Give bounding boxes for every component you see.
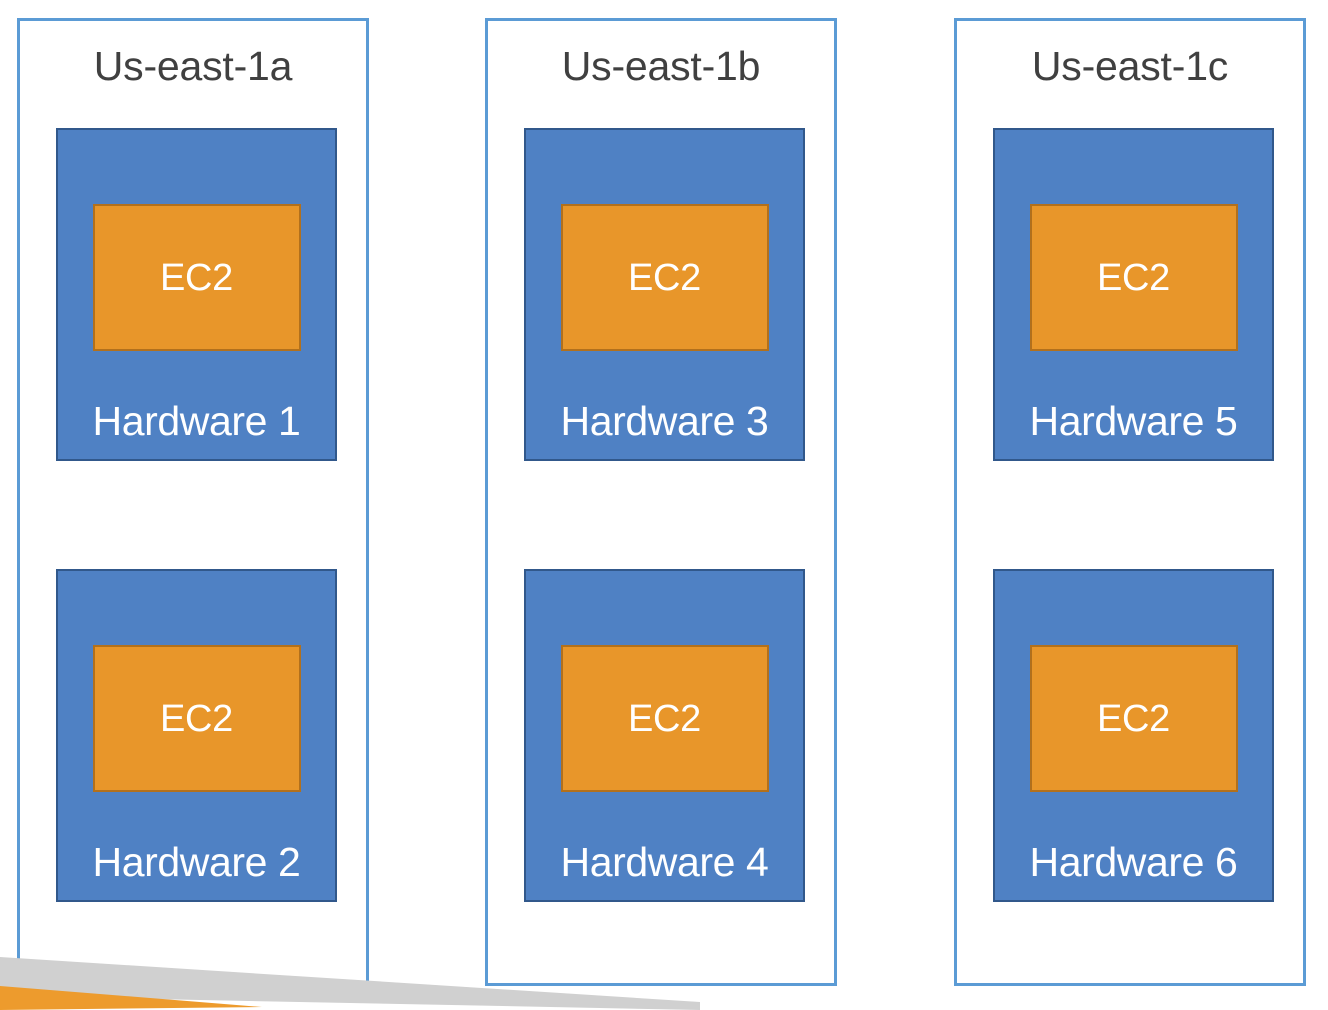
availability-zone-us-east-1b[interactable]: Us-east-1b EC2 Hardware 3 EC2 Hardware 4	[485, 18, 837, 986]
zone-title: Us-east-1a	[93, 43, 293, 89]
hardware-box-1[interactable]: EC2 Hardware 1	[56, 128, 337, 461]
hardware-label: Hardware 6	[1029, 838, 1238, 885]
availability-zone-us-east-1a[interactable]: Us-east-1a EC2 Hardware 1 EC2 Hardware 2	[17, 18, 369, 986]
zone-title: Us-east-1b	[561, 43, 761, 89]
availability-zone-us-east-1c[interactable]: Us-east-1c EC2 Hardware 5 EC2 Hardware 6	[954, 18, 1306, 986]
ec2-label: EC2	[1096, 256, 1171, 299]
ec2-instance-box[interactable]: EC2	[92, 645, 301, 792]
hardware-box-3[interactable]: EC2 Hardware 3	[524, 128, 805, 461]
ec2-label: EC2	[627, 256, 702, 299]
zone-title: Us-east-1c	[1031, 43, 1229, 89]
ec2-label: EC2	[1096, 697, 1171, 740]
ec2-instance-box[interactable]: EC2	[92, 204, 301, 351]
ec2-label: EC2	[159, 256, 234, 299]
orange-wedge-shape	[0, 986, 262, 1010]
hardware-label: Hardware 1	[92, 397, 301, 444]
hardware-box-5[interactable]: EC2 Hardware 5	[993, 128, 1274, 461]
hardware-label: Hardware 4	[560, 838, 769, 885]
hardware-box-6[interactable]: EC2 Hardware 6	[993, 569, 1274, 902]
ec2-instance-box[interactable]: EC2	[1029, 645, 1238, 792]
hardware-label: Hardware 3	[560, 397, 769, 444]
ec2-label: EC2	[159, 697, 234, 740]
ec2-label: EC2	[627, 697, 702, 740]
hardware-box-2[interactable]: EC2 Hardware 2	[56, 569, 337, 902]
hardware-box-4[interactable]: EC2 Hardware 4	[524, 569, 805, 902]
hardware-label: Hardware 5	[1029, 397, 1238, 444]
ec2-instance-box[interactable]: EC2	[1029, 204, 1238, 351]
ec2-instance-box[interactable]: EC2	[560, 204, 769, 351]
hardware-label: Hardware 2	[92, 838, 301, 885]
ec2-instance-box[interactable]: EC2	[560, 645, 769, 792]
